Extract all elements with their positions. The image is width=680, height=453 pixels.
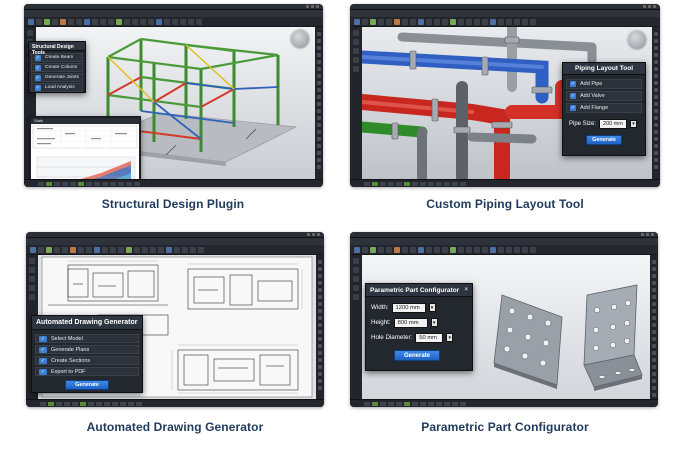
right-toolbar[interactable] [315, 27, 323, 179]
menu-bar [350, 10, 660, 17]
stats-title: Stats [31, 118, 139, 124]
option-generate-plans[interactable]: ✓Generate Plans [35, 345, 139, 354]
piping-layout-dialog: Piping Layout Tool ✓Add Pipe ✓Add Valve … [562, 62, 646, 156]
chevron-down-icon[interactable]: ▾ [446, 333, 454, 342]
generate-button[interactable]: Generate [65, 380, 109, 390]
width-label: Width: [371, 304, 389, 311]
piping-app-window: Piping Layout Tool ✓Add Pipe ✓Add Valve … [350, 4, 660, 187]
check-icon[interactable]: ✓ [39, 357, 47, 364]
check-icon[interactable]: ✓ [39, 368, 47, 375]
ribbon-toolbar[interactable] [350, 245, 658, 255]
option-add-pipe[interactable]: ✓Add Pipe [566, 79, 642, 89]
option-add-flange[interactable]: ✓Add Flange [566, 103, 642, 113]
menu-bar [26, 238, 324, 245]
parametric-configurator-dialog: Parametric Part Configurator × Width: 12… [365, 283, 473, 371]
option-create-beam[interactable]: ✓Create Beam [31, 53, 83, 62]
chevron-down-icon[interactable]: ▾ [630, 120, 638, 128]
caption-structural: Structural Design Plugin [101, 197, 245, 211]
dialog-header: Automated Drawing Generator [32, 316, 142, 330]
hole-diameter-row: Hole Diameter: 50 mm ▾ [371, 332, 467, 343]
right-toolbar[interactable] [652, 27, 660, 179]
height-field[interactable]: 800 mm [393, 317, 428, 328]
option-select-model[interactable]: ✓Select Model [35, 334, 139, 343]
ribbon-toolbar[interactable] [26, 245, 324, 255]
caption-drawing: Automated Drawing Generator [86, 420, 264, 434]
chevron-down-icon[interactable]: ▾ [430, 318, 438, 327]
window-titlebar [24, 4, 323, 10]
check-icon[interactable]: ✓ [35, 74, 41, 81]
structural-app-window: Structural Design Tools ✓Create Beam ✓Cr… [24, 4, 323, 187]
status-bar [26, 399, 324, 407]
window-titlebar [26, 232, 324, 238]
structural-tools-panel: Structural Design Tools ✓Create Beam ✓Cr… [28, 41, 86, 93]
check-icon[interactable]: ✓ [570, 81, 576, 87]
ribbon-toolbar[interactable] [350, 17, 660, 27]
navigation-cube[interactable] [628, 31, 646, 49]
width-row: Width: 1200 mm ▾ [371, 302, 467, 313]
check-icon[interactable]: ✓ [39, 335, 47, 342]
check-icon[interactable]: ✓ [35, 84, 41, 91]
check-icon[interactable]: ✓ [39, 346, 47, 353]
dialog-title: Parametric Part Configurator [370, 286, 460, 294]
dialog-title: Piping Layout Tool [574, 65, 633, 72]
stats-table [32, 125, 138, 149]
dialog-header: Parametric Part Configurator × [366, 284, 472, 297]
3d-viewport[interactable] [362, 255, 650, 399]
close-icon[interactable]: × [464, 287, 468, 293]
drawing-app-window: Automated Drawing Generator ✓Select Mode… [26, 232, 324, 407]
ribbon-toolbar[interactable] [24, 17, 323, 27]
panel-title: Structural Design Tools [29, 42, 85, 56]
check-icon[interactable]: ✓ [570, 105, 576, 111]
status-bar [350, 399, 658, 407]
menu-bar [350, 238, 658, 245]
bracket-models [493, 284, 643, 391]
hole-diameter-label: Hole Diameter: [371, 334, 413, 341]
window-titlebar [350, 232, 658, 238]
right-toolbar[interactable] [316, 255, 324, 399]
check-icon[interactable]: ✓ [35, 64, 41, 71]
caption-parametric: Parametric Part Configurator [421, 420, 589, 434]
width-field[interactable]: 1200 mm [391, 302, 426, 313]
left-toolbar[interactable] [350, 27, 362, 179]
steel-frame-model [84, 37, 298, 166]
pipe-size-field[interactable]: 200 mm [599, 119, 628, 129]
stats-window: Stats [29, 116, 141, 187]
height-row: Height: 800 mm ▾ [371, 317, 467, 328]
option-create-sections[interactable]: ✓Create Sections [35, 356, 139, 365]
left-toolbar[interactable] [350, 255, 362, 399]
pipe-size-label: Pipe Size: [569, 121, 597, 127]
drawing-generator-dialog: Automated Drawing Generator ✓Select Mode… [31, 315, 143, 393]
navigation-cube[interactable] [291, 30, 309, 48]
generate-button[interactable]: Generate [586, 135, 622, 145]
parametric-app-window: Parametric Part Configurator × Width: 12… [350, 232, 658, 407]
chevron-down-icon[interactable]: ▾ [428, 303, 436, 312]
status-bar [350, 179, 660, 187]
dialog-header: Piping Layout Tool [563, 63, 645, 75]
generate-button[interactable]: Generate [394, 350, 440, 361]
status-bar [24, 179, 323, 187]
height-label: Height: [371, 319, 391, 326]
right-toolbar[interactable] [650, 255, 658, 399]
option-load-analysis[interactable]: ✓Load Analysis [31, 83, 83, 92]
check-icon[interactable]: ✓ [570, 93, 576, 99]
pipe-size-row: Pipe Size: 200 mm ▾ [569, 119, 641, 129]
option-generate-joints[interactable]: ✓Generate Joints [31, 73, 83, 82]
option-export-pdf[interactable]: ✓Export to PDF [35, 367, 139, 376]
hole-diameter-field[interactable]: 50 mm [415, 332, 444, 343]
option-create-column[interactable]: ✓Create Column [31, 63, 83, 72]
window-titlebar [350, 4, 660, 10]
option-add-valve[interactable]: ✓Add Valve [566, 91, 642, 101]
check-icon[interactable]: ✓ [35, 54, 41, 61]
dialog-title: Automated Drawing Generator [36, 319, 138, 326]
menu-bar [24, 10, 323, 17]
caption-piping: Custom Piping Layout Tool [426, 197, 584, 211]
